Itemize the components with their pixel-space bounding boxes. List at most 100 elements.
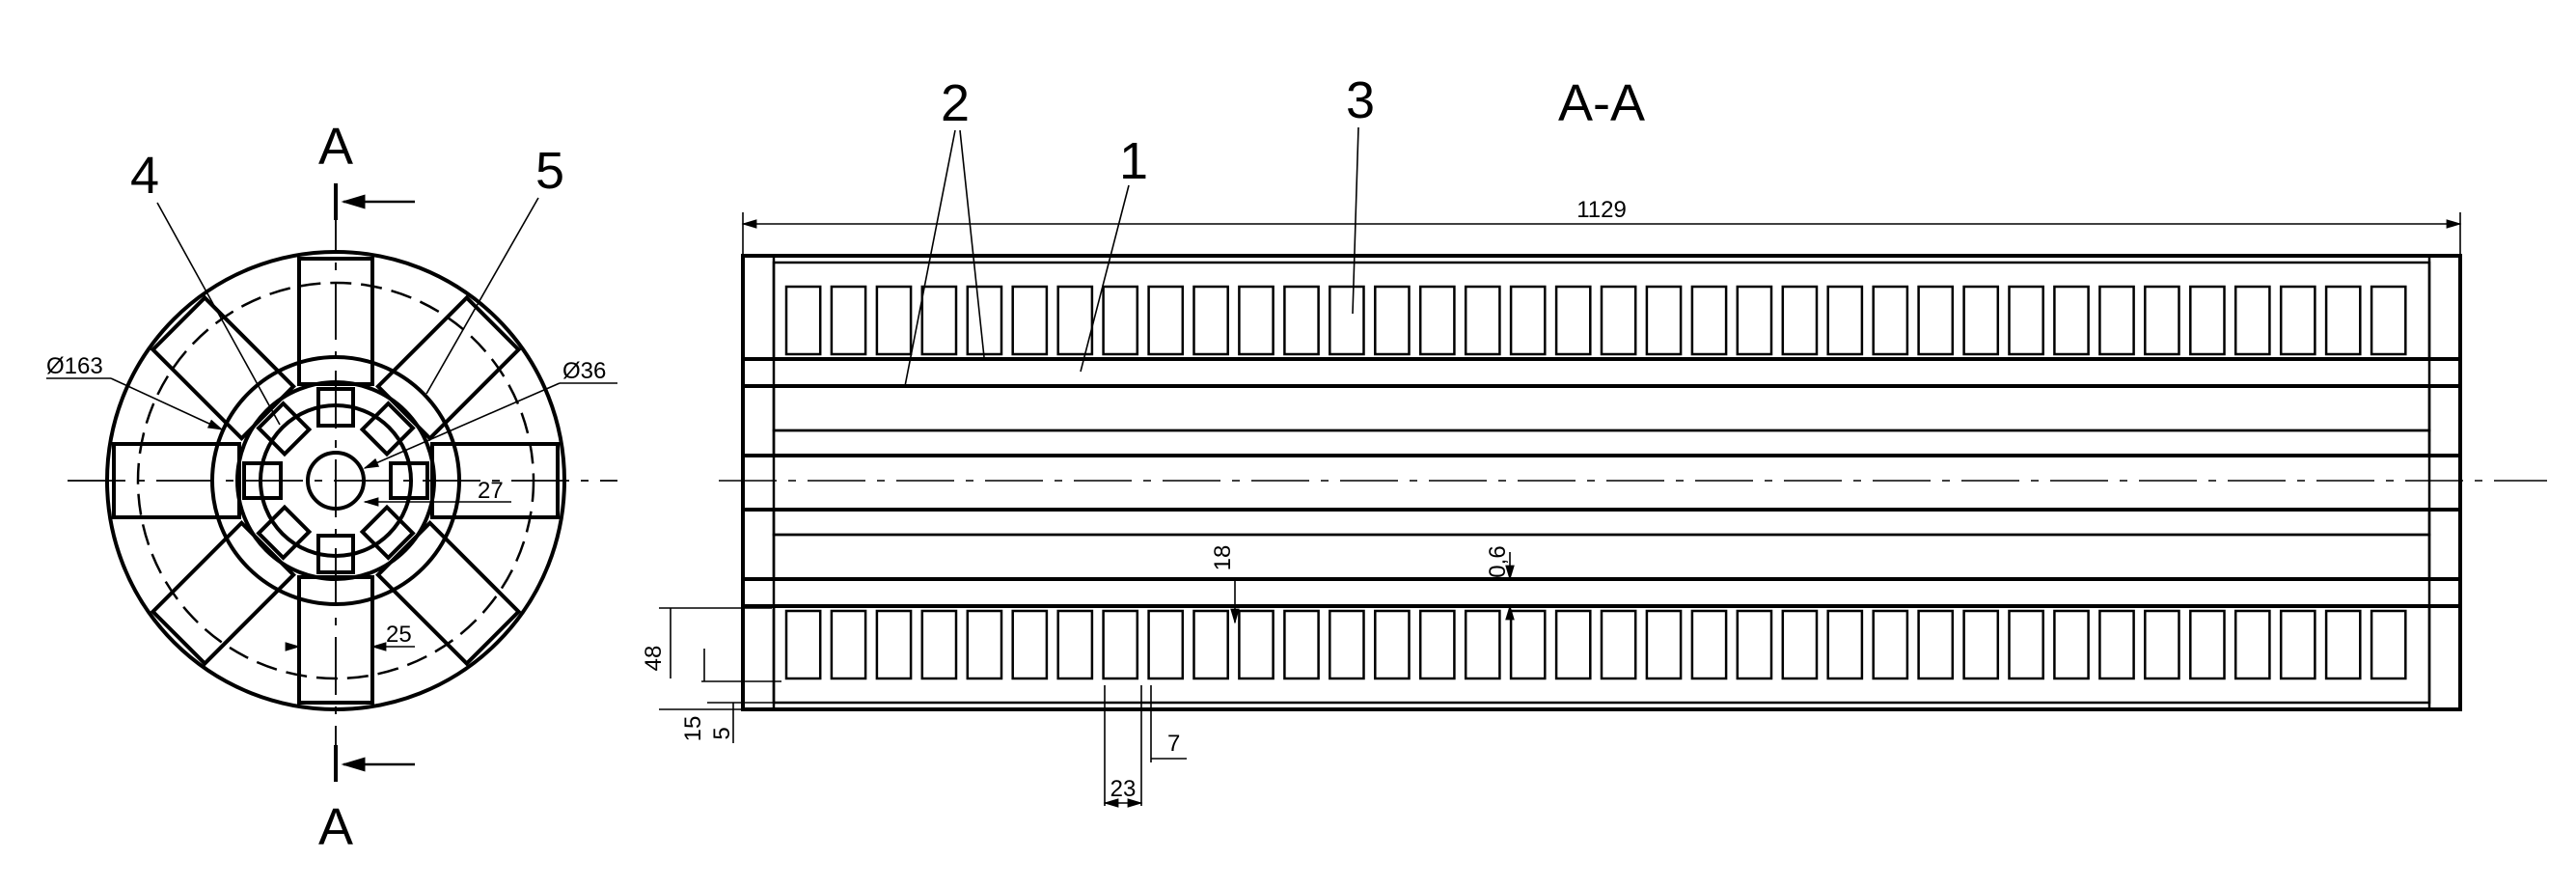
stator-tooth [1329,609,1365,680]
stator-tooth [1102,609,1139,680]
stator-tooth [1238,609,1274,680]
slot [359,504,416,561]
teeth-top [784,285,2407,356]
rotor-hatch-top [772,384,2431,432]
stator-tooth [1374,285,1411,356]
stator-tooth [1690,285,1728,356]
stator-tooth [1418,609,1456,680]
stator-tooth [830,609,867,680]
stator-tooth [2324,285,2362,356]
stator-tooth [1962,609,2000,680]
rotor-gap-top [772,429,2431,457]
stator-tooth [784,285,822,356]
rotor-gap-bottom [772,508,2431,537]
stator-tooth [784,609,822,680]
section-marker-bottom: A [318,798,353,856]
bar-top [741,357,2462,388]
stator-tooth [1600,609,1637,680]
callout-3: 3 [1346,71,1375,129]
slot [359,401,416,457]
stator-tooth [1736,285,1773,356]
stator-tooth [920,285,958,356]
stator-tooth [1192,285,1229,356]
stator-tooth [1464,609,1501,680]
dim-23: 23 [1110,776,1137,802]
callout-4: 4 [130,147,159,205]
end-view: A A 4 5 Ø163 Ø36 27 25 [46,118,617,856]
stator-tooth [1690,609,1728,680]
stator-tooth [1464,285,1501,356]
stator-tooth [2098,285,2135,356]
stator-tooth [2008,609,2044,680]
stator-tooth [875,609,913,680]
stator-tooth [920,609,958,680]
stator-tooth [1872,285,1909,356]
dim-25: 25 [386,622,412,648]
stator-tooth [1147,609,1185,680]
teeth-bottom [784,609,2407,680]
stator-tooth [2279,285,2316,356]
stator-tooth [1781,285,1819,356]
stator-tooth [2233,285,2271,356]
stator-tooth [1056,285,1094,356]
stator-tooth [1826,609,1864,680]
stator-tooth [1329,285,1365,356]
stator-tooth [1011,609,1049,680]
stator-tooth [966,609,1003,680]
stator-tooth [2053,285,2090,356]
stator-tooth [2189,609,2226,680]
dim-27: 27 [478,478,504,504]
dim-outer-diameter: Ø163 [46,353,103,379]
stator-tooth [1872,609,1909,680]
stator-tooth [2144,285,2180,356]
stator-tooth [875,285,913,356]
slot [256,401,313,457]
stator-tooth [1056,609,1094,680]
stator-tooth [2279,609,2316,680]
stator-tooth [2233,609,2271,680]
rotor-hatch-bottom [772,533,2431,581]
dim-0-6: 0,6 [1485,545,1511,577]
stator-tooth [1917,285,1955,356]
bar-bottom [741,577,2462,608]
stator-tooth [1917,609,1955,680]
stator-tooth [1418,285,1456,356]
section-cut-marks [334,183,415,782]
stator-tooth [1645,285,1683,356]
stator-tooth [1781,609,1819,680]
section-view: A-A 1129 2 1 3 [641,71,2547,808]
callout-2: 2 [941,74,970,132]
stator-tooth [2053,609,2090,680]
stator-tooth [1509,609,1547,680]
stator-tooth [830,285,867,356]
stator-tooth [1600,285,1637,356]
stator-tooth [1736,609,1773,680]
stator-tooth [1283,609,1320,680]
section-title: A-A [1558,74,1645,132]
stator-tooth [1554,285,1592,356]
stator-tooth [1645,609,1683,680]
section-marker-top: A [318,118,353,176]
stator-tooth [966,285,1003,356]
callout-1: 1 [1119,132,1148,190]
stator-tooth [1192,609,1229,680]
stator-tooth [1011,285,1049,356]
callout-5: 5 [535,142,564,200]
dim-5: 5 [709,727,735,739]
stator-tooth [2008,285,2044,356]
stator-tooth [2189,285,2226,356]
stator-tooth [1962,285,2000,356]
stator-tooth [1102,285,1139,356]
shaft [741,454,2462,512]
stator-tooth [1509,285,1547,356]
stator-tooth [1554,609,1592,680]
dim-7: 7 [1167,731,1180,757]
stator-tooth [1826,285,1864,356]
stator-tooth [2144,609,2180,680]
stator-tooth [1147,285,1185,356]
dim-18: 18 [1210,545,1236,571]
slot [256,504,313,561]
dim-inner-diameter: Ø36 [562,358,606,384]
stator-tooth [1238,285,1274,356]
stator-tooth [2098,609,2135,680]
